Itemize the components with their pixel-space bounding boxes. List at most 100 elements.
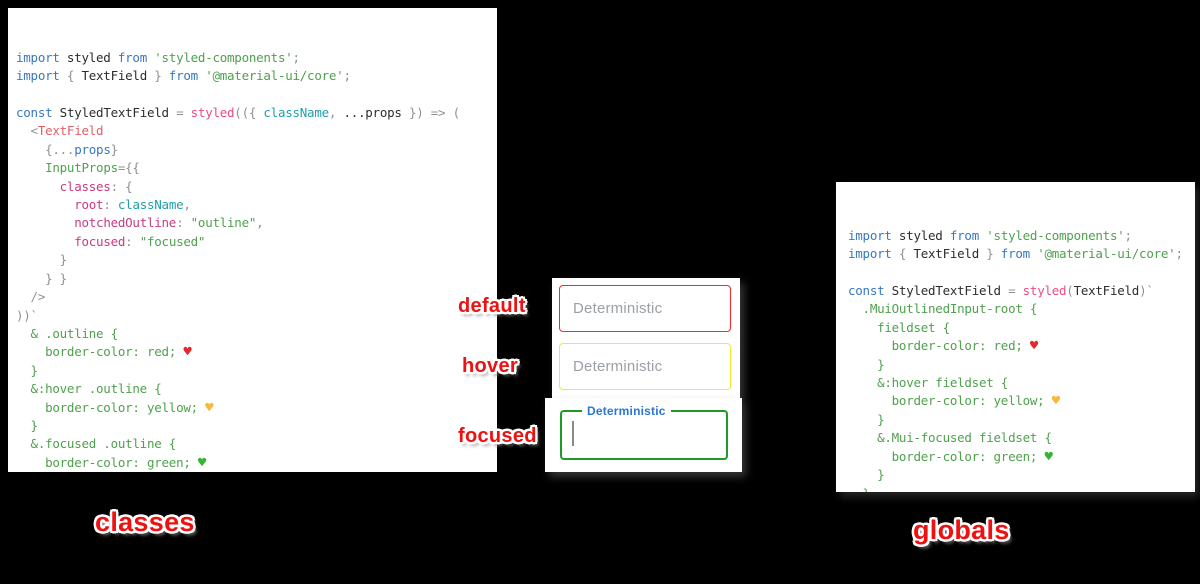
code-token: ;: [1175, 246, 1183, 262]
code-line: .MuiOutlinedInput-root {: [848, 300, 1195, 318]
floating-field-label: Deterministic: [582, 404, 671, 418]
code-token: className: [263, 105, 329, 121]
code-line: border-color: yellow; ♥: [848, 392, 1195, 410]
code-token: .MuiOutlinedInput-root {: [848, 301, 1038, 317]
code-line: [848, 264, 1195, 282]
code-token: border-color: green;: [848, 448, 1045, 464]
code-token: &.focused .outline {: [16, 436, 177, 452]
code-line: border-color: yellow; ♥: [16, 399, 497, 417]
code-line: import { TextField } from '@material-ui/…: [16, 67, 497, 85]
code-token: border-color: green;: [16, 454, 198, 470]
code-token: import: [16, 49, 60, 65]
code-token: border-color: yellow;: [16, 399, 206, 415]
code-token: />: [16, 289, 46, 305]
green-heart-icon: ♥: [1044, 448, 1053, 465]
code-line: fieldset {: [848, 319, 1195, 337]
code-token: ,: [256, 215, 264, 231]
code-line: const StyledTextField = styled(TextField…: [848, 282, 1195, 300]
code-token: ...props: [343, 105, 402, 121]
code-token: 'styled-components': [154, 49, 293, 65]
code-token: styled: [190, 105, 235, 121]
code-line: }: [848, 485, 1195, 493]
code-token: <: [16, 123, 39, 139]
textfield-default-state[interactable]: [559, 285, 731, 332]
code-line: border-color: green; ♥: [16, 454, 497, 472]
code-token: focused: [74, 233, 126, 249]
textfield-demo-card-bottom: Deterministic: [545, 398, 742, 472]
code-token: }: [848, 356, 885, 372]
code-token: }: [146, 68, 169, 84]
code-line: notchedOutline: "outline",: [16, 214, 497, 232]
code-token: ={{: [117, 160, 140, 176]
classes-code-lines: import styled from 'styled-components';i…: [16, 49, 497, 472]
code-line: focused: "focused": [16, 233, 497, 251]
code-line: &.Mui-focused fieldset {: [848, 429, 1195, 447]
code-token: (({: [234, 105, 264, 121]
code-line: classes: {: [16, 178, 497, 196]
code-line: }: [16, 362, 497, 380]
textfield-hover-state[interactable]: [559, 343, 731, 390]
code-token: ,: [328, 105, 344, 121]
code-token: root: [74, 197, 104, 213]
globals-code-lines: import styled from 'styled-components';i…: [848, 227, 1195, 492]
code-token: }: [978, 246, 1001, 262]
state-label-default: default: [458, 295, 526, 317]
code-line: }: [848, 411, 1195, 429]
code-token: className: [117, 197, 184, 213]
code-token: }: [848, 486, 871, 493]
code-line: import styled from 'styled-components';: [16, 49, 497, 67]
code-line: }: [16, 417, 497, 435]
code-token: '@material-ui/core': [205, 68, 344, 84]
code-line: } }: [16, 270, 497, 288]
code-token: border-color: red;: [848, 338, 1030, 354]
classes-code-block: import styled from 'styled-components';i…: [8, 8, 497, 472]
code-line: }: [16, 251, 497, 269]
code-line: const StyledTextField = styled(({ classN…: [16, 104, 497, 122]
code-line: &:hover .outline {: [16, 380, 497, 398]
code-line: border-color: green; ♥: [848, 448, 1195, 466]
code-token: StyledTextField: [52, 105, 177, 121]
code-line: import { TextField } from '@material-ui/…: [848, 245, 1195, 263]
code-token: import: [16, 68, 60, 84]
globals-code-block: import styled from 'styled-components';i…: [836, 182, 1195, 492]
code-line: }: [848, 356, 1195, 374]
code-token: {: [891, 246, 914, 262]
textfield-focused-state[interactable]: Deterministic: [560, 404, 728, 460]
green-heart-icon: ♥: [197, 454, 207, 471]
code-token: }: [848, 467, 885, 483]
caption-classes: classes: [95, 507, 195, 537]
code-line: }: [848, 466, 1195, 484]
code-token: & .outline {: [16, 325, 119, 341]
code-token: from: [1000, 246, 1030, 262]
yellow-heart-icon: ♥: [205, 399, 214, 416]
textfield-demo-card-top: [552, 278, 740, 398]
code-token: [16, 215, 74, 230]
code-token: notchedOutline: [74, 215, 177, 231]
code-token: {: [59, 68, 82, 84]
code-token: } }: [16, 270, 67, 286]
code-token: ))`: [16, 307, 38, 323]
code-token: import: [848, 246, 892, 262]
red-heart-icon: ♥: [183, 344, 192, 361]
code-line: root: className,: [16, 196, 497, 214]
code-token: TextField: [1073, 283, 1140, 299]
code-token: }: [16, 362, 39, 378]
caption-globals: globals: [913, 515, 1010, 545]
code-line: border-color: red; ♥: [16, 343, 497, 361]
code-token: '@material-ui/core': [1037, 246, 1176, 262]
code-token: border-color: red;: [16, 344, 184, 360]
code-token: from: [949, 227, 979, 243]
code-token: :: [125, 233, 140, 249]
state-label-hover: hover: [462, 355, 518, 377]
code-line: & .outline {: [16, 325, 497, 343]
code-token: }: [16, 252, 68, 268]
code-token: border-color: yellow;: [848, 393, 1052, 409]
code-token: ;: [292, 49, 301, 65]
code-line: <TextField: [16, 122, 497, 140]
code-line: />: [16, 288, 497, 306]
code-token: [16, 234, 74, 249]
code-line: InputProps={{: [16, 159, 497, 177]
code-token: "focused": [139, 233, 206, 249]
code-line: [16, 86, 497, 104]
code-token: =: [1008, 283, 1023, 299]
